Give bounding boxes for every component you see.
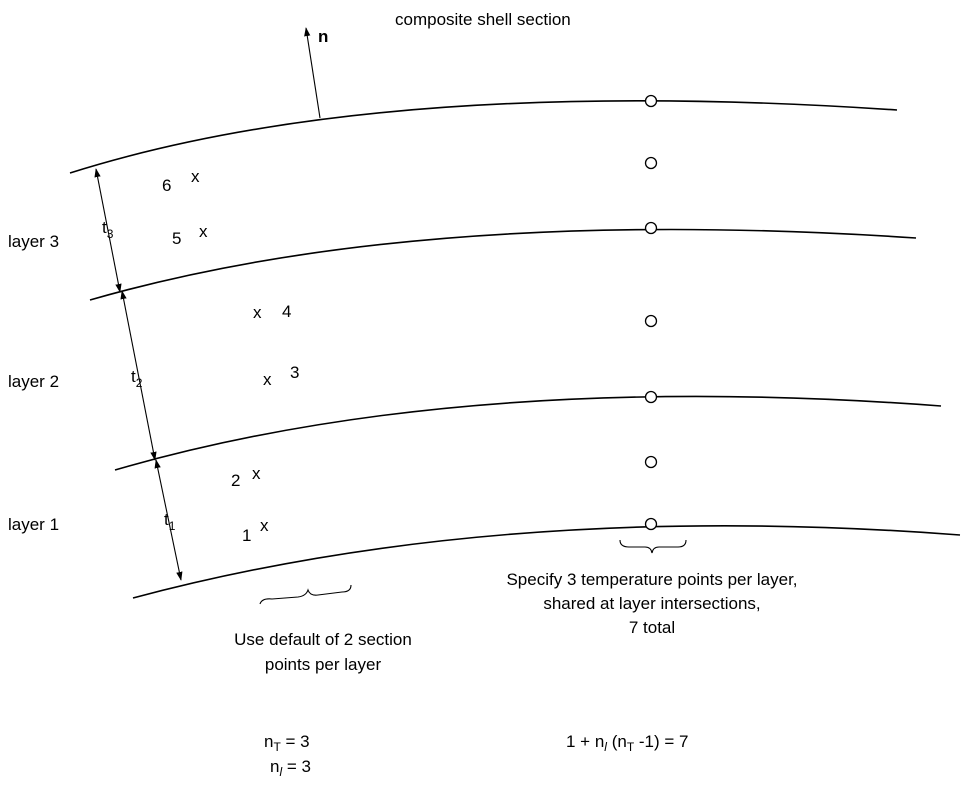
layer-3-label: layer 3 [8,232,59,251]
section-point-2-number: 2 [231,471,240,490]
temperature-note-line-2: shared at layer intersections, [543,594,760,613]
thickness-t2-label: t2 [131,367,143,390]
temperature-point-3 [644,390,658,404]
normal-vector-arrow [304,27,321,119]
temperature-point-5 [644,221,658,235]
layer-2-label: layer 2 [8,372,59,391]
section-points-brace [259,584,352,605]
temperature-note-line-3: 7 total [629,618,675,637]
thickness-t3-label: t3 [102,218,114,241]
layer-interface-3-2 [89,228,917,301]
thickness-t3-arrow [94,168,122,293]
layer-surface-top [69,100,898,174]
thickness-t1-arrow [154,459,183,581]
temperature-point-6 [644,156,658,170]
section-note-line-1: Use default of 2 section [234,630,412,649]
section-note-line-2: points per layer [265,655,382,674]
temperature-note-line-1: Specify 3 temperature points per layer, [506,570,797,589]
section-point-6-marker: x [191,167,200,186]
layer-surface-bottom [132,525,961,599]
temperature-point-7 [644,94,658,108]
section-point-6-number: 6 [162,176,171,195]
normal-vector-label: n [318,27,328,46]
layer-1-label: layer 1 [8,515,59,534]
temperature-point-1 [644,517,658,531]
section-point-4-marker: x [253,303,262,322]
section-point-3-marker: x [263,370,272,389]
figure-title: composite shell section [395,10,571,29]
section-point-5-number: 5 [172,229,181,248]
thickness-t2-arrow [120,290,157,461]
section-point-1-marker: x [260,516,269,535]
formula-nl: nl = 3 [270,757,311,779]
formula-nT: nT = 3 [264,732,310,754]
temperature-point-4 [644,314,658,328]
layer-interface-2-1 [114,395,942,471]
thickness-t1-label: t1 [164,510,176,533]
section-point-4-number: 4 [282,302,291,321]
section-point-2-marker: x [252,464,261,483]
temperature-points-brace [619,539,687,554]
section-point-5-marker: x [199,222,208,241]
temperature-point-2 [644,455,658,469]
section-point-1-number: 1 [242,526,251,545]
formula-total-temperature-points: 1 + nl (nT -1) = 7 [566,732,689,754]
section-point-3-number: 3 [290,363,299,382]
